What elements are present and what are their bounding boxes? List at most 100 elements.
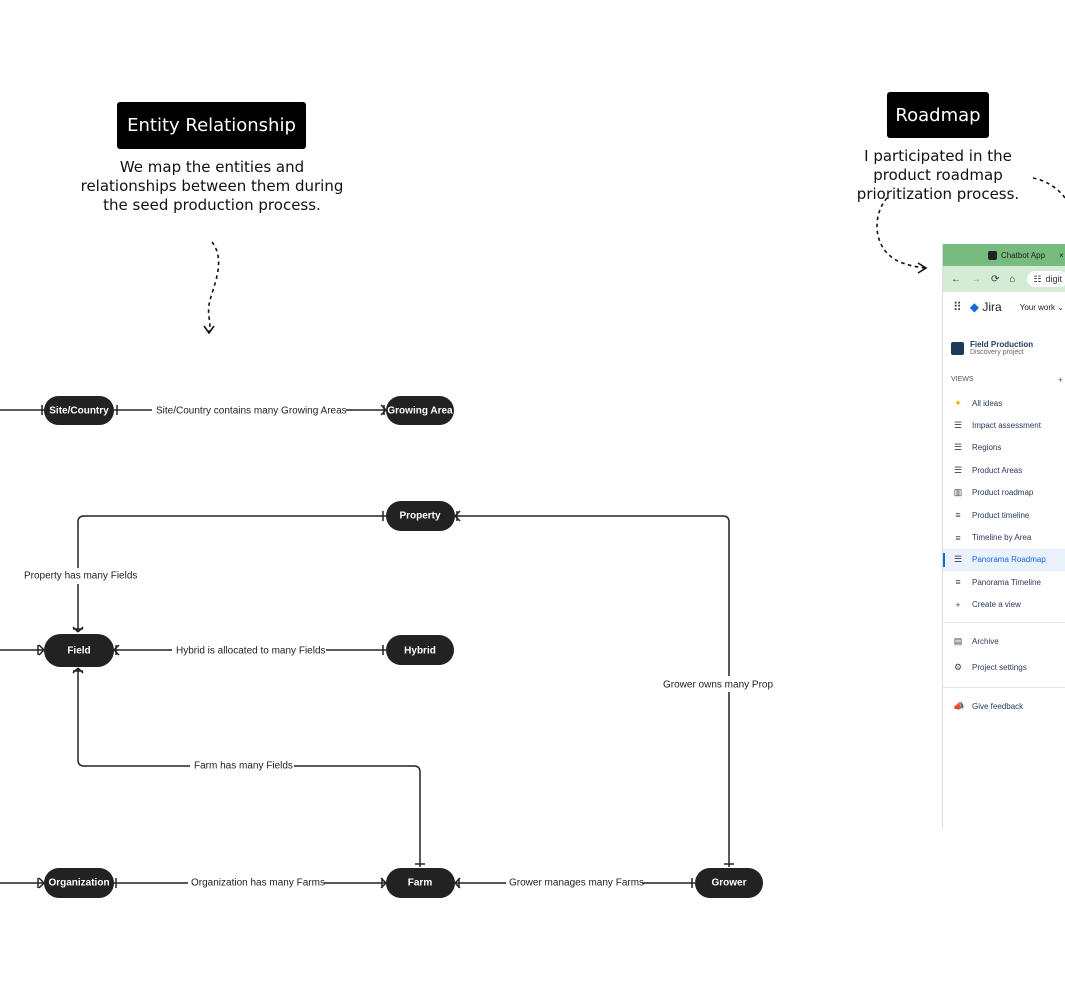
edge-property-field: Property has many Fields <box>24 511 386 633</box>
megaphone-icon: 📣 <box>953 701 965 712</box>
views-list: ✦ All ideas ☰ Impact assessment ☰ Regions ☰ Pro… <box>943 392 1065 616</box>
add-view-icon[interactable]: + <box>1057 375 1063 385</box>
browser-tabbar: Chatbot App × <box>943 244 1065 266</box>
view-icon: ≡ <box>955 532 961 543</box>
edge-label-property-fields: Property has many Fields <box>24 571 137 582</box>
sidebar-item-label: Regions <box>972 443 1002 453</box>
node-label: Grower <box>711 878 746 889</box>
sidebar-item-project-settings[interactable]: ⚙ Project settings <box>943 655 1065 681</box>
edge-label-farm-fields: Farm has many Fields <box>194 761 293 772</box>
views-heading: VIEWS + <box>943 356 1065 386</box>
project-header[interactable]: Field Production Discovery project <box>943 322 1065 356</box>
node-label: Farm <box>408 878 433 889</box>
edge-grower-farm: Grower manages many Farms <box>454 877 695 889</box>
node-label: Hybrid <box>404 646 436 657</box>
sidebar-item-view[interactable]: ≡ Timeline by Area <box>943 526 1065 548</box>
divider <box>943 621 1065 623</box>
dashed-arrow-er <box>203 241 220 335</box>
view-icon: ☰ <box>953 420 963 431</box>
sidebar-item-view[interactable]: ☰ Regions <box>943 437 1065 459</box>
close-icon[interactable]: × <box>1059 250 1064 260</box>
project-menu: ▤ Archive ⚙ Project settings <box>943 629 1065 681</box>
sidebar-item-view[interactable]: ☰ Panorama Roadmap <box>943 548 1065 572</box>
sidebar-item-label: Panorama Roadmap <box>972 555 1046 565</box>
home-icon[interactable]: ⌂ <box>1009 273 1016 285</box>
node-label: Property <box>399 511 441 522</box>
dashed-arrow-roadmap-left <box>876 197 928 274</box>
view-icon: ≡ <box>955 510 961 521</box>
project-name: Field Production <box>970 340 1034 349</box>
node-field: Field <box>44 634 114 667</box>
archive-icon: ▤ <box>953 636 963 647</box>
rocket-icon <box>951 342 964 355</box>
sidebar-item-label: Product Areas <box>972 465 1023 475</box>
gear-icon: ⚙ <box>953 662 963 673</box>
divider <box>943 686 1065 688</box>
view-icon: ☰ <box>953 442 963 453</box>
back-icon[interactable]: ← <box>951 273 961 285</box>
your-work-menu[interactable]: Your work ⌄ <box>1019 302 1064 312</box>
node-farm: Farm <box>386 868 455 898</box>
views-heading-label: VIEWS <box>951 376 974 383</box>
sidebar-item-give-feedback[interactable]: 📣 Give feedback <box>943 694 1065 720</box>
node-growing-area: Growing Area <box>386 396 454 425</box>
sidebar-item-view[interactable]: ▥Product roadmap <box>943 482 1065 504</box>
view-icon: ☰ <box>953 554 963 565</box>
browser-urlbar: ← → ⟳ ⌂ ☷ digit <box>943 266 1065 292</box>
browser-tab[interactable]: Chatbot App × <box>988 248 1064 262</box>
view-icon: ☰ <box>953 464 963 475</box>
sidebar-item-archive[interactable]: ▤ Archive <box>943 629 1065 655</box>
sidebar-item-label: All ideas <box>972 398 1003 408</box>
sidebar-item-view[interactable]: ✦ All ideas <box>943 392 1065 414</box>
edge-label-grower-property: Grower owns many Prop <box>663 680 773 691</box>
sidebar-item-view[interactable]: ☰ Impact assessment <box>943 414 1065 436</box>
jira-logo-icon: ◆ <box>969 300 980 314</box>
node-label: Growing Area <box>387 406 453 417</box>
jira-screenshot: Chatbot App × ← → ⟳ ⌂ ☷ digit ⠿ ◆ Jira Y… <box>942 244 1065 829</box>
jira-brand-text: Jira <box>982 300 1002 314</box>
edge-label-site-growing: Site/Country contains many Growing Areas <box>156 406 347 417</box>
url-field[interactable]: ☷ digit <box>1027 271 1065 287</box>
edge-label-org-farms: Organization has many Farms <box>191 878 325 889</box>
node-site-country: Site/Country <box>44 396 114 425</box>
sidebar-item-view[interactable]: ☰ Product Areas <box>943 459 1065 481</box>
sidebar-item-label: Create a view <box>972 600 1021 610</box>
sidebar-item-label: Panorama Timeline <box>972 577 1041 587</box>
sidebar-item-view[interactable]: ≡ Panorama Timeline <box>943 571 1065 593</box>
sidebar-item-label: Give feedback <box>972 702 1024 712</box>
roadmap-title: Roadmap <box>887 92 989 138</box>
reload-icon[interactable]: ⟳ <box>991 273 1000 285</box>
edge-label-grower-farms: Grower manages many Farms <box>509 878 644 889</box>
sidebar-item-label: Product roadmap <box>972 488 1034 498</box>
node-grower: Grower <box>695 868 763 898</box>
node-label: Site/Country <box>49 406 109 417</box>
sidebar-item-label: Impact assessment <box>972 421 1041 431</box>
edge-label-hybrid-fields: Hybrid is allocated to many Fields <box>176 646 326 657</box>
site-settings-icon[interactable]: ☷ <box>1033 273 1042 284</box>
er-title: Entity Relationship <box>117 102 306 149</box>
node-label: Field <box>67 646 90 657</box>
jira-logo[interactable]: ◆ Jira <box>970 300 1002 314</box>
edge-hybrid-field: Hybrid is allocated to many Fields <box>0 644 386 657</box>
dashed-arrow-roadmap-right <box>1032 177 1065 199</box>
project-type: Discovery project <box>970 349 1024 356</box>
view-icon: ≡ <box>955 577 961 588</box>
er-description: We map the entities and relationships be… <box>80 158 344 214</box>
sidebar-item-label: Timeline by Area <box>972 533 1032 543</box>
feedback-menu: 📣 Give feedback <box>943 694 1065 720</box>
sidebar-item-label: Project settings <box>972 663 1027 673</box>
sidebar-item-label: Product timeline <box>972 510 1030 520</box>
view-icon: ✦ <box>954 397 962 408</box>
url-text: digit <box>1045 274 1063 284</box>
jira-topnav: ⠿ ◆ Jira Your work ⌄ <box>943 292 1065 322</box>
forward-icon[interactable]: → <box>971 273 981 285</box>
tab-title: Chatbot App <box>1001 250 1046 260</box>
roadmap-description: I participated in the product roadmap pr… <box>856 147 1020 203</box>
edge-grower-property: Grower owns many Prop <box>454 510 773 867</box>
node-organization: Organization <box>44 868 114 898</box>
sidebar-item-view[interactable]: ≡ Product timeline <box>943 504 1065 526</box>
app-switcher-icon[interactable]: ⠿ <box>953 300 962 314</box>
node-hybrid: Hybrid <box>386 635 454 665</box>
sidebar-item-view[interactable]: +Create a view <box>943 594 1065 616</box>
